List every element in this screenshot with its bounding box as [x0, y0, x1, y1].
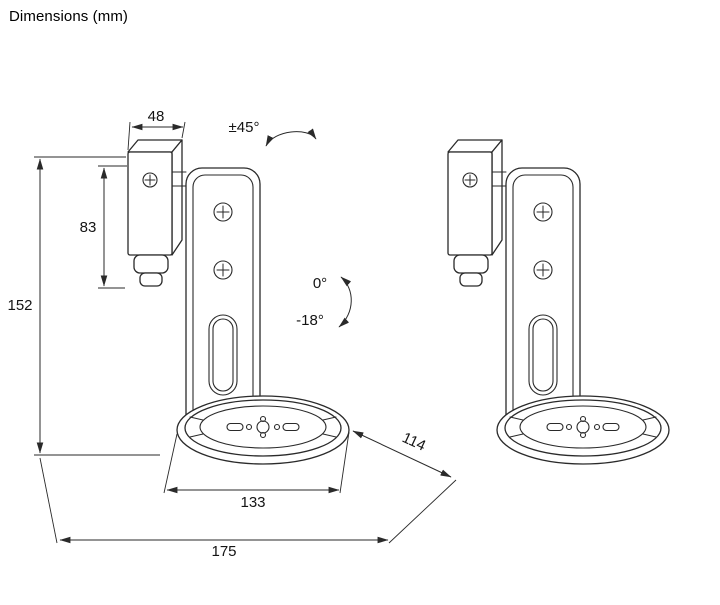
bracket-right-view	[447, 139, 670, 465]
dimension-overall-width: 175	[39, 457, 457, 560]
dimension-label-114: 114	[399, 429, 428, 455]
tilt-max-label: 0°	[313, 275, 327, 292]
dimension-wall-plate-depth: 48	[127, 108, 186, 151]
swivel-label: ±45°	[229, 119, 260, 136]
tilt-annotation: 0° -18°	[296, 275, 352, 329]
dimension-dish-width: 133	[163, 431, 350, 511]
dimension-label-175: 175	[211, 543, 236, 560]
swivel-annotation: ±45°	[229, 119, 317, 147]
dimension-label-83: 83	[80, 219, 97, 236]
dimension-dish-depth: 114	[352, 429, 452, 478]
dimension-wall-plate-height: 83	[80, 165, 127, 289]
bracket-left-view	[127, 139, 350, 465]
page-title: Dimensions (mm)	[9, 8, 129, 25]
tilt-arrow-icon	[338, 276, 352, 328]
swivel-arrow-icon	[265, 128, 317, 147]
tilt-min-label: -18°	[296, 312, 324, 329]
dimension-label-133: 133	[240, 494, 265, 511]
dimension-label-48: 48	[148, 108, 165, 125]
dimension-overall-height: 152	[7, 156, 160, 456]
dimension-label-152: 152	[7, 297, 32, 314]
